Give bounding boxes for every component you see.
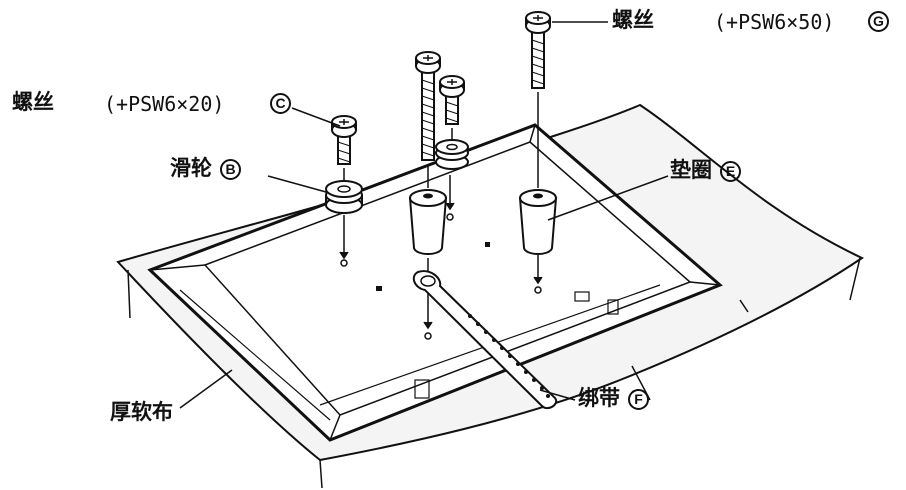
washer-spacer xyxy=(518,189,558,255)
mark-b-icon: B xyxy=(220,158,241,180)
mark-e-icon: E xyxy=(720,160,741,182)
label-pulley: 滑轮 B xyxy=(170,158,241,180)
cloth-fold xyxy=(319,459,323,489)
label-cloth: 厚软布 xyxy=(110,402,173,423)
tv-back-ridge xyxy=(149,124,721,441)
strap-holes xyxy=(468,314,550,398)
label-strap-name: 绑带 xyxy=(578,386,620,410)
strap-eye xyxy=(420,275,436,287)
mark-c-icon: C xyxy=(270,92,291,114)
label-cloth-name: 厚软布 xyxy=(110,400,173,424)
label-screw-long-name: 螺丝 xyxy=(612,8,654,32)
screw-long xyxy=(525,11,551,188)
pulley-part xyxy=(325,180,363,214)
mount-hole xyxy=(340,259,348,267)
screw-short xyxy=(439,75,465,140)
label-screw-short-name: 螺丝 xyxy=(12,90,54,114)
tv-port xyxy=(414,379,430,399)
label-screw-short-spec: (+PSW6×20) xyxy=(104,92,225,116)
mark-f-icon: F xyxy=(628,388,649,410)
mount-hole xyxy=(534,286,542,294)
screw-short xyxy=(331,115,357,180)
tv-port xyxy=(607,299,619,315)
mount-hole xyxy=(446,213,454,221)
tv-port xyxy=(574,291,590,302)
strap xyxy=(412,270,558,410)
cloth-fold xyxy=(127,269,131,319)
leader-lines xyxy=(179,21,669,409)
label-washer: 垫圈 E xyxy=(670,160,741,182)
mount-hole xyxy=(424,332,432,340)
label-washer-name: 垫圈 xyxy=(670,158,712,182)
label-screw-long-spec: (+PSW6×50) xyxy=(714,10,835,34)
label-screw-short-mark: C xyxy=(262,92,291,114)
tv-port xyxy=(485,242,490,247)
label-screw-long: 螺丝 xyxy=(612,10,654,31)
cloth-fold xyxy=(739,299,749,313)
label-pulley-name: 滑轮 xyxy=(170,156,212,180)
cloth-fold xyxy=(849,257,861,301)
screw-long xyxy=(415,51,441,188)
pulley-part xyxy=(435,139,469,170)
mark-g-icon: G xyxy=(868,10,889,32)
tv-port xyxy=(376,286,382,291)
label-strap: 绑带 F xyxy=(578,388,649,410)
label-screw-long-mark: G xyxy=(860,10,889,32)
label-screw-short: 螺丝 xyxy=(12,92,54,113)
washer-spacer xyxy=(408,189,448,255)
